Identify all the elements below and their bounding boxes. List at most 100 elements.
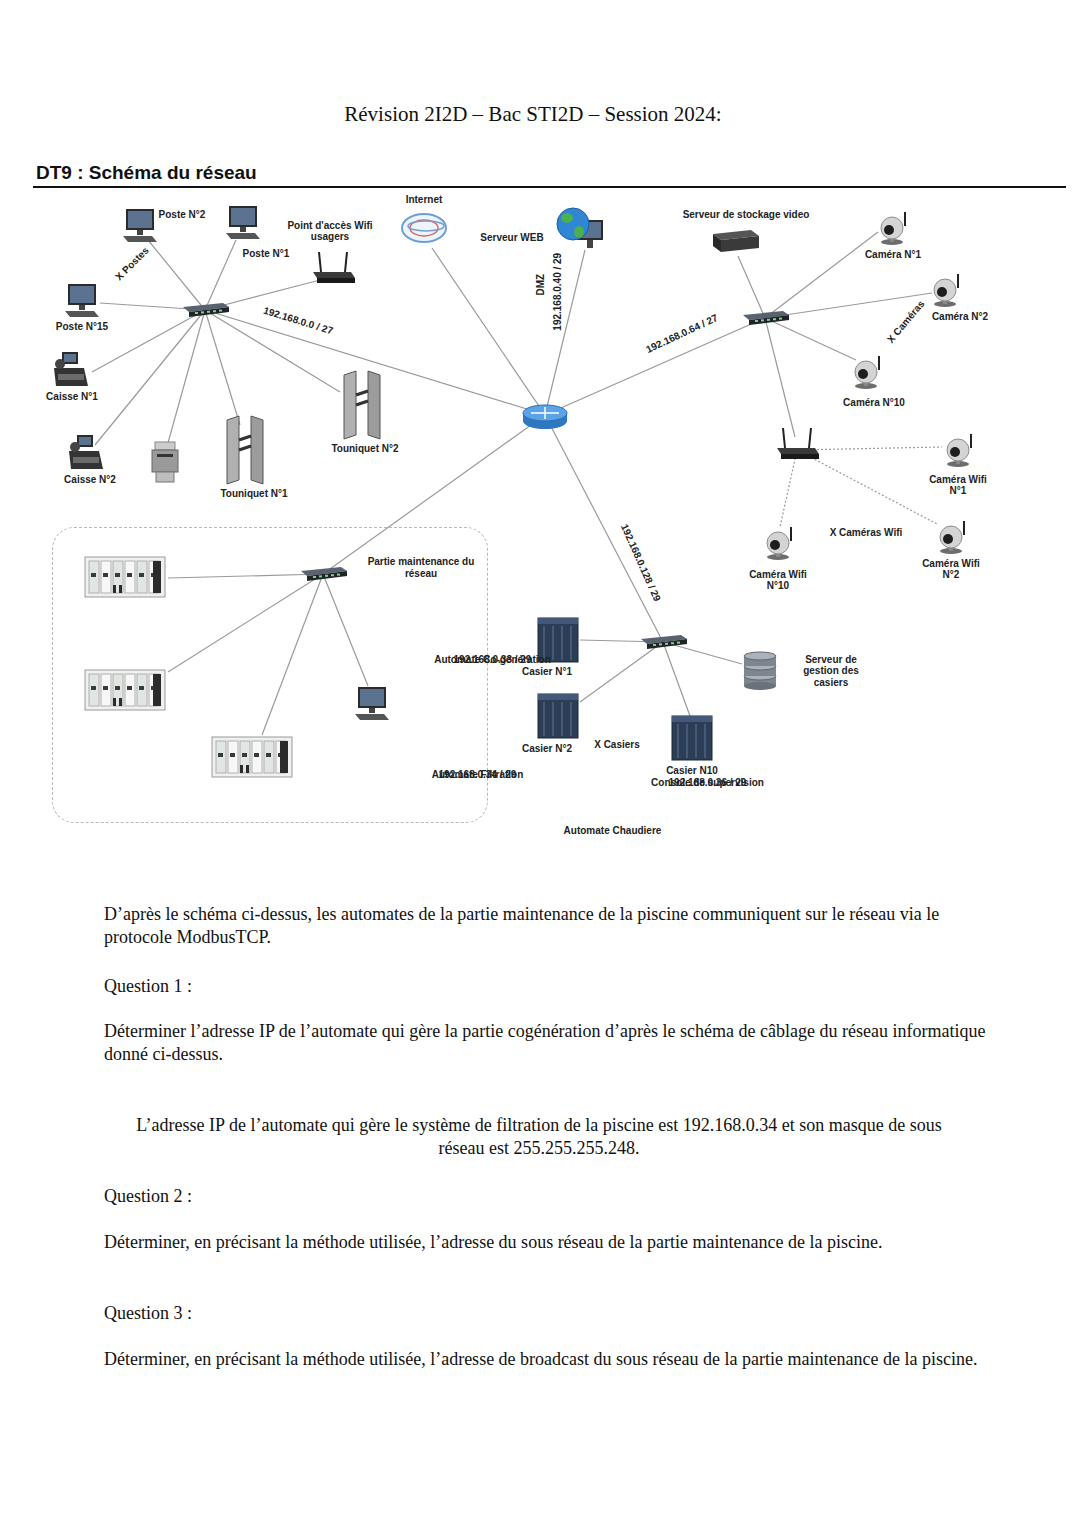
device-name: Casier N°1 (522, 666, 572, 678)
question-text: L’adresse IP de l’automate qui gère le s… (128, 1114, 950, 1161)
device-icon (940, 521, 964, 554)
device-icon (227, 416, 263, 484)
device-name: Caméra N°2 (932, 311, 988, 323)
device-icons (54, 206, 971, 777)
ip-address: 192.168.0.36 / 29 (643, 777, 773, 789)
device-label: Touniquet N°2 (331, 443, 398, 455)
ip-address: 192.168.0.33 / 29 (428, 654, 558, 666)
device-label: Caméra N°10 (843, 397, 905, 409)
network-wire (738, 256, 765, 318)
device-label: Poste N°2 (159, 209, 206, 221)
device-label: Caméra Wifi N°10 (747, 569, 809, 592)
device-label: Caisse N°1 (46, 391, 98, 403)
device-icon (672, 716, 712, 760)
network-wire (323, 574, 368, 686)
network-wire (765, 232, 878, 318)
device-icon (226, 206, 260, 239)
network-annotation: 192.168.0.64 / 27 (642, 311, 721, 356)
device-label: Caméra Wifi N°1 (927, 474, 989, 497)
device-name: Poste N°15 (56, 321, 108, 333)
device-icon (881, 212, 905, 245)
network-wire (166, 310, 205, 450)
device-icon (301, 567, 347, 581)
network-wire (148, 240, 205, 310)
network-wire (205, 310, 240, 425)
device-label: Casier N°1 (522, 666, 572, 678)
network-wire (168, 574, 323, 578)
network-annotation: 192.168.0.40 / 29 (552, 251, 564, 333)
device-name: Caisse N°1 (46, 391, 98, 403)
network-wire (580, 642, 663, 702)
device-icon (69, 435, 103, 469)
device-icon (557, 208, 603, 248)
network-wire (797, 450, 937, 524)
device-icon (355, 687, 389, 720)
device-icon (767, 527, 791, 560)
heading-rule (33, 186, 1066, 188)
device-icon (538, 694, 578, 738)
network-wire (765, 318, 856, 360)
page-title: Révision 2I2D – Bac STI2D – Session 2024… (0, 102, 1066, 127)
device-icon (777, 428, 819, 459)
network-wire (432, 248, 545, 415)
device-icon (344, 371, 380, 439)
device-name: Caméra Wifi N°2 (920, 558, 982, 581)
question-text: Question 2 : (104, 1185, 989, 1208)
device-name: Serveur de gestion des casiers (798, 654, 864, 689)
device-label: Caisse N°2 (64, 474, 116, 486)
device-name: Point d'accès Wifi usagers (280, 220, 380, 243)
device-icon (85, 557, 165, 597)
device-name: Casier N10 (666, 765, 718, 777)
device-label: Caméra N°2 (932, 311, 988, 323)
question-text: Déterminer, en précisant la méthode util… (104, 1348, 989, 1371)
network-wire (663, 642, 690, 716)
device-icon (183, 303, 229, 317)
network-wire (545, 415, 663, 642)
device-icon (123, 209, 157, 242)
question-text: Question 1 : (104, 975, 989, 998)
device-icon (641, 635, 687, 649)
network-wire (545, 318, 765, 415)
device-name: Serveur de stockage video (683, 209, 810, 221)
device-name: Serveur WEB (480, 232, 543, 244)
device-label: Casier N10 (666, 765, 718, 777)
network-wire (95, 310, 205, 445)
network-annotation: X Caméras (884, 297, 929, 347)
section-heading: DT9 : Schéma du réseau (36, 162, 257, 184)
device-label: Poste N°15 (56, 321, 108, 333)
device-icon (947, 434, 971, 467)
network-zone: Partie maintenance du réseauAutomate Co-… (52, 527, 488, 823)
device-label: Poste N°1 (243, 248, 290, 260)
network-wire (92, 310, 205, 372)
network-annotation: 192.168.0.128 / 29 (618, 521, 664, 606)
network-annotation: DMZ (535, 272, 547, 298)
device-icon (402, 214, 446, 242)
network-wire (262, 574, 323, 735)
device-name: Poste N°1 (243, 248, 290, 260)
network-wire (545, 250, 585, 415)
device-label: Serveur de stockage video (683, 209, 810, 221)
device-icon (744, 652, 776, 690)
device-name: Caméra N°10 (843, 397, 905, 409)
question-text: D’après le schéma ci-dessus, les automat… (104, 903, 989, 950)
device-label: Casier N°2 (522, 743, 572, 755)
question-text: Déterminer l’adresse IP de l’automate qu… (104, 1020, 989, 1067)
question-text: Question 3 : (104, 1302, 989, 1325)
device-label: Touniquet N°1 (220, 488, 287, 500)
device-icon (54, 352, 88, 386)
network-wire (797, 447, 942, 450)
device-label: Serveur WEB (480, 232, 543, 244)
question-text: Déterminer, en précisant la méthode util… (104, 1231, 989, 1254)
network-annotation: 192.168.0.0 / 27 (260, 304, 336, 337)
device-name: Touniquet N°2 (331, 443, 398, 455)
device-icon (523, 405, 567, 429)
device-icon (713, 230, 759, 252)
network-annotation: X Casiers (592, 739, 642, 751)
device-name: Poste N°2 (159, 209, 206, 221)
device-name: Caméra N°1 (865, 249, 921, 261)
ip-address: 192.168.0.34 / 29 (413, 769, 543, 781)
device-name: Casier N°2 (522, 743, 572, 755)
network-wire (780, 450, 797, 527)
